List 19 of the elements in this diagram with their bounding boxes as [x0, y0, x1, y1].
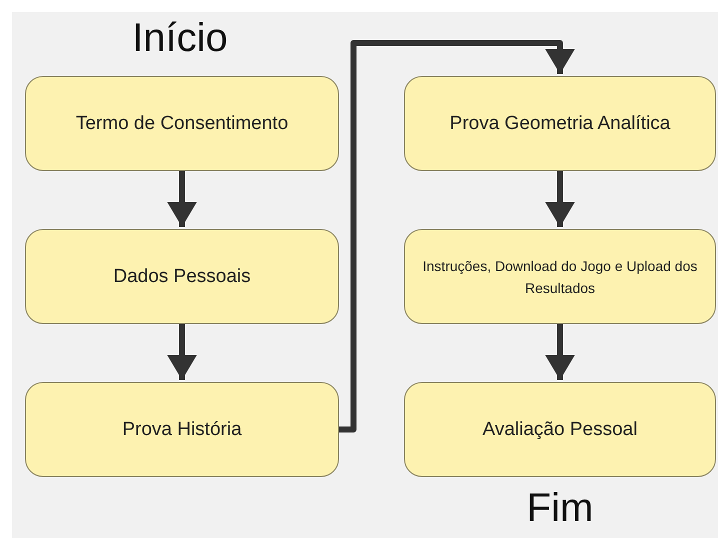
process-box: [25, 229, 339, 324]
box-label: Instruções, Download do Jogo e Upload dos Resultados: [422, 256, 698, 298]
box-label: Termo de Consentimento: [76, 112, 288, 136]
box-label: Dados Pessoais: [113, 264, 251, 288]
arrow: [167, 324, 197, 380]
process-box: [404, 382, 716, 477]
process-box: [25, 76, 339, 171]
process-box: [404, 76, 716, 171]
process-box: [25, 382, 339, 477]
box-label: Avaliação Pessoal: [482, 418, 638, 442]
heading-label: Fim: [526, 485, 594, 532]
arrow: [545, 324, 575, 380]
box-label: Prova Geometria Analítica: [450, 112, 670, 136]
process-box: [404, 229, 716, 324]
box-label: Prova História: [122, 418, 242, 442]
arrow: [339, 40, 575, 432]
arrow: [167, 171, 197, 227]
arrow: [545, 171, 575, 227]
heading-label: Início: [131, 15, 229, 62]
